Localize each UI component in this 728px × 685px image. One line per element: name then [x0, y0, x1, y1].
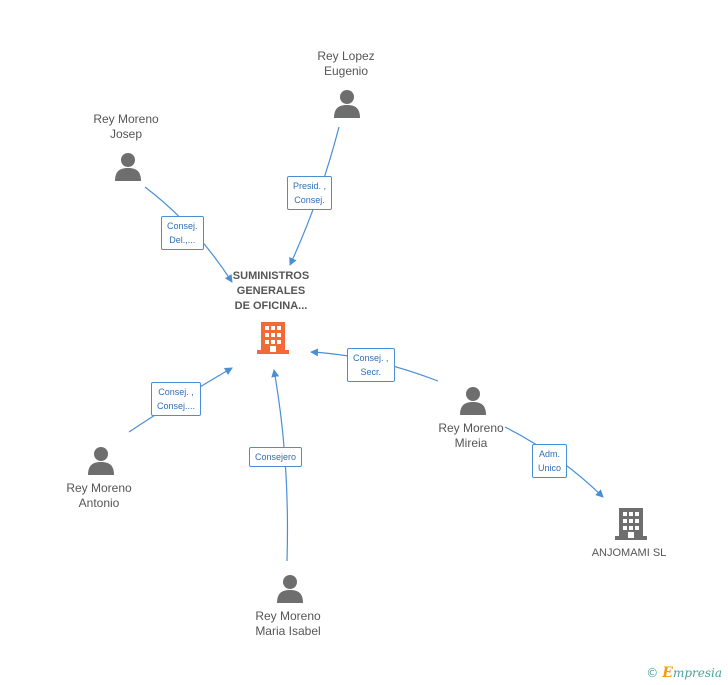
person-icon[interactable] — [114, 152, 142, 182]
person-name-rey-moreno-josep[interactable]: Rey Moreno Josep — [93, 112, 159, 141]
brand-initial: E — [662, 665, 673, 681]
company-name-anjomami-sl[interactable]: ANJOMAMI SL — [591, 547, 667, 559]
person-name-rey-lopez-eugenio[interactable]: Rey Lopez Eugenio — [317, 49, 375, 78]
edge-label-consej-secr[interactable]: Consej. , Secr. — [347, 348, 395, 382]
person-icon[interactable] — [87, 446, 115, 476]
person-name-rey-moreno-mireia[interactable]: Rey Moreno Mireia — [438, 421, 504, 450]
person-icon[interactable] — [333, 89, 361, 119]
person-name-rey-moreno-maria-isabel[interactable]: Rey Moreno Maria Isabel — [255, 609, 321, 638]
center-company-name[interactable]: SUMINISTROS GENERALES DE OFICINA... — [232, 270, 310, 312]
person-icon[interactable] — [276, 574, 304, 604]
edge-label-presid-consej[interactable]: Presid. , Consej. — [287, 176, 333, 210]
person-name-rey-moreno-antonio[interactable]: Rey Moreno Antonio — [66, 481, 132, 510]
edge-label-consej-consej[interactable]: Consej. , Consej.... — [151, 382, 202, 416]
empresia-logo: ©Empresia — [646, 665, 722, 681]
copyright-icon: © — [646, 666, 659, 680]
brand-name: mpresia — [672, 666, 722, 680]
building-icon[interactable] — [615, 506, 647, 540]
edge-label-adm-unico[interactable]: Adm. Unico — [532, 444, 568, 478]
edge-label-consej-del[interactable]: Consej. Del.,... — [161, 216, 204, 250]
person-icon[interactable] — [459, 386, 487, 416]
edge-label-consejero[interactable]: Consejero — [249, 447, 303, 467]
building-icon[interactable] — [257, 320, 289, 354]
